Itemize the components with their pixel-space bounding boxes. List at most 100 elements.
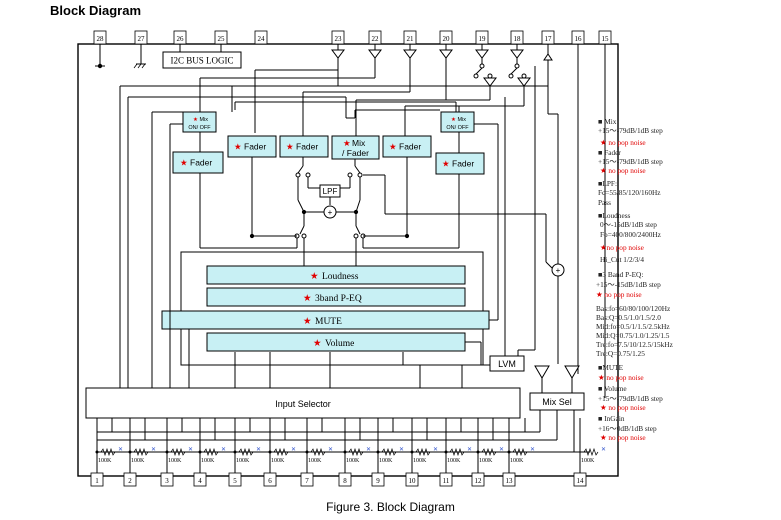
resistor-mark: ✕ bbox=[433, 447, 438, 453]
bottom-pin-2: 2 bbox=[123, 472, 137, 487]
bottom-pin-label: 13 bbox=[506, 477, 514, 485]
pin28-ground bbox=[95, 44, 105, 69]
input-selector-label: Input Selector bbox=[275, 399, 331, 409]
figure-caption: Figure 3. Block Diagram bbox=[326, 500, 455, 514]
lpf-block bbox=[319, 184, 341, 198]
input-buffer bbox=[368, 44, 382, 62]
loudness-label: Loudness bbox=[322, 272, 359, 282]
input-resistor: ✕100K bbox=[165, 418, 193, 473]
note-fader-title: ■ Fader bbox=[598, 148, 621, 157]
resistor-label: 100K bbox=[379, 458, 393, 464]
top-pin-label: 23 bbox=[335, 35, 343, 43]
top-pin-label: 20 bbox=[443, 35, 451, 43]
lvm-label: LVM bbox=[498, 359, 516, 369]
bottom-pin-label: 9 bbox=[376, 477, 380, 485]
note-peq-pop: ★ no pop noise bbox=[596, 290, 642, 299]
i2c-bus-logic-block bbox=[162, 51, 242, 69]
lpf-label: LPF bbox=[323, 187, 338, 196]
right-summer-label: + bbox=[556, 266, 561, 275]
resistor-mark: ✕ bbox=[256, 447, 261, 453]
i2c-bus-logic-label: I2C BUS LOGIC bbox=[170, 56, 233, 66]
input-resistor: ✕ 100K bbox=[376, 418, 404, 473]
top-pin-27: 27 bbox=[134, 30, 148, 45]
bottom-pin-10: 10 bbox=[405, 472, 419, 487]
input-resistor: ✕100K bbox=[343, 418, 371, 473]
bottom-pin-5: 5 bbox=[228, 472, 242, 487]
top-pin-label: 17 bbox=[545, 35, 553, 43]
bottom-pin-1: 1 bbox=[90, 472, 104, 487]
fader-d-label: Fader bbox=[399, 142, 421, 152]
fader-c-label: Fader bbox=[296, 142, 318, 152]
resistor-label: 100K bbox=[271, 458, 285, 464]
mix-onoff-right-line2: ON/ OFF bbox=[446, 125, 469, 131]
top-pin-19: 19 bbox=[475, 30, 489, 45]
resistor-label: 100K bbox=[236, 458, 250, 464]
mix-onoff-left-star: ★ bbox=[193, 116, 198, 123]
pin17-16-15-lines bbox=[543, 44, 606, 398]
note-loud-pop: ★no pop noise bbox=[600, 243, 644, 252]
bottom-pin-label: 10 bbox=[409, 477, 417, 485]
note-lpf-pass: Pass bbox=[598, 198, 611, 207]
input-resistor: ✕100K bbox=[476, 418, 504, 473]
resistor-label: 100K bbox=[346, 458, 360, 464]
fader-e-label: Fader bbox=[452, 159, 474, 169]
side-routing bbox=[119, 66, 573, 393]
top-pin-25: 25 bbox=[214, 30, 228, 45]
top-pin-21: 21 bbox=[403, 30, 417, 45]
resistor-label: 100K bbox=[201, 458, 215, 464]
note-peq-tre-q: Tre:Q=0.75/1.25 bbox=[596, 349, 645, 358]
input-resistor: ✕100K bbox=[305, 418, 333, 473]
note-vol-pop: ★ no pop noise bbox=[600, 403, 646, 412]
note-loud-title: ■Loudness bbox=[598, 211, 631, 220]
mute-star: ★ bbox=[303, 316, 312, 327]
bottom-pin-label: 1 bbox=[95, 477, 99, 485]
resistor-label: 100K bbox=[479, 458, 493, 464]
loudness-block: ★ Loudness bbox=[206, 265, 466, 285]
top-pin-label: 26 bbox=[177, 35, 185, 43]
note-mute-title: ■MUTE bbox=[598, 363, 624, 372]
fader-a-star: ★ bbox=[180, 158, 188, 168]
input-resistor: ✕100K bbox=[507, 418, 535, 473]
mix-onoff-left-line1: Mix bbox=[200, 117, 209, 123]
mix-fader-line1: Mix bbox=[352, 138, 366, 148]
resistor-label: 100K bbox=[98, 458, 112, 464]
mix-sel-outputs bbox=[539, 410, 575, 452]
resistor-mark: ✕ bbox=[601, 447, 606, 453]
lpf-summer-label: + bbox=[328, 208, 333, 217]
resistor-mark: ✕ bbox=[399, 447, 404, 453]
top-pin-label: 19 bbox=[479, 35, 487, 43]
input-resistor: ✕100K bbox=[444, 418, 472, 473]
resistor-mark: ✕ bbox=[291, 447, 296, 453]
resistor-label: 100K bbox=[510, 458, 524, 464]
note-peq-bas-q: Bas:Q=0.5/1.0/1.5/2.0 bbox=[596, 313, 661, 322]
bottom-pin-label: 3 bbox=[165, 477, 169, 485]
note-peq-mid-fo: Mid:fo=0.5/1/1.5/2.5kHz bbox=[596, 322, 670, 331]
note-fader-range: +15〜-79dB/1dB step bbox=[598, 157, 663, 166]
bottom-pin-label: 6 bbox=[268, 477, 272, 485]
peq-star: ★ bbox=[303, 293, 312, 304]
fader-output-lines bbox=[199, 157, 460, 249]
fader-e-block: ★ Fader bbox=[435, 152, 485, 175]
note-lpf-title: ■LPF: bbox=[598, 179, 617, 188]
resistor-mark: ✕ bbox=[151, 447, 156, 453]
top-pin-label: 21 bbox=[407, 35, 415, 43]
mute-label: MUTE bbox=[315, 317, 342, 327]
note-mix-title: ■ Mix bbox=[598, 117, 617, 126]
bottom-pin-label: 7 bbox=[305, 477, 309, 485]
top-pin-label: 28 bbox=[97, 35, 105, 43]
bottom-pin-3: 3 bbox=[160, 472, 174, 487]
lpf-summer bbox=[323, 205, 337, 219]
resistor-label: 100K bbox=[447, 458, 461, 464]
top-pin-28: 28 bbox=[93, 30, 107, 45]
top-pin-label: 18 bbox=[514, 35, 522, 43]
bottom-pin-label: 8 bbox=[343, 477, 347, 485]
fader-c-star: ★ bbox=[286, 142, 294, 152]
input-resistor: ✕100K bbox=[579, 418, 606, 473]
mix-onoff-right-block bbox=[440, 111, 475, 133]
note-ingain-pop: ★ no pop noise bbox=[600, 433, 646, 442]
bottom-pin-label: 11 bbox=[443, 477, 450, 485]
note-loud-fo: Fo=400/800/2400Hz bbox=[600, 230, 662, 239]
fader-a-label: Fader bbox=[190, 158, 212, 168]
resistor-mark: ✕ bbox=[188, 447, 193, 453]
